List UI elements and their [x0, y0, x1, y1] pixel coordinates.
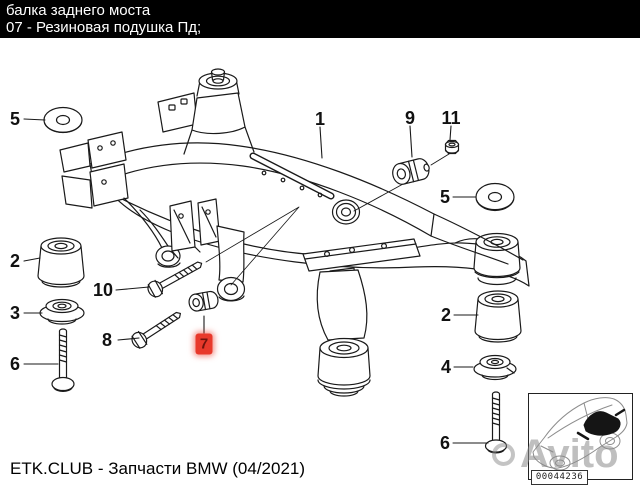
highlighted-axle-location — [576, 408, 626, 441]
subframe-right-bushing-mount — [473, 232, 521, 286]
part-cup-4 — [473, 354, 517, 381]
subframe-top-left-mount — [157, 68, 255, 155]
footer-credit: ETK.CLUB - Запчасти BMW (04/2021) — [10, 459, 306, 478]
callout-6-right: 6 — [439, 433, 451, 453]
callout-9: 9 — [404, 108, 416, 128]
callout-10: 10 — [92, 280, 114, 300]
part-nut-11 — [444, 139, 460, 155]
part-bolt-6-right — [484, 391, 508, 454]
part-bolt-10 — [147, 261, 203, 298]
callout-leader-lines — [23, 118, 489, 444]
subframe-center-arm — [216, 225, 246, 302]
part-washer-5-right — [475, 182, 515, 212]
callout-1: 1 — [314, 109, 326, 129]
callout-11: 11 — [441, 108, 461, 128]
subframe-left-arm — [123, 197, 181, 268]
diagram-code-label: 00044236 — [531, 470, 588, 485]
diagram-title: балка заднего моста — [6, 2, 151, 19]
car-outline-drawing — [532, 397, 628, 471]
subframe-front-beam — [89, 142, 524, 265]
callout-7-highlighted: 7 — [195, 333, 213, 355]
callout-5-right: 5 — [439, 187, 451, 207]
callout-3-left: 3 — [9, 303, 21, 323]
callout-6-left: 6 — [9, 354, 21, 374]
callout-2-left: 2 — [9, 251, 21, 271]
part-cup-3 — [39, 298, 85, 325]
callout-5-left: 5 — [9, 109, 21, 129]
part-bolt-8 — [131, 311, 182, 349]
pointer-lines — [205, 206, 300, 286]
selected-part-caption: 07 - Резиновая подушка Пд; — [6, 19, 202, 36]
part-bushing-2-left — [37, 237, 85, 288]
pointer-line-11 — [430, 153, 450, 166]
subframe-gussets — [169, 198, 221, 259]
part-bushing-2-right — [474, 290, 522, 343]
subframe-bottom-mount — [316, 269, 371, 397]
part-bushing-7 — [188, 290, 219, 312]
part-washer-5-left — [43, 106, 83, 134]
part-bolt-6-left — [51, 328, 75, 392]
pointer-line-9 — [353, 183, 404, 212]
subframe-left-brackets — [59, 131, 129, 209]
callout-8: 8 — [101, 330, 113, 350]
car-location-thumbnail — [528, 393, 633, 480]
callout-2-right: 2 — [440, 305, 452, 325]
header-bar: балка заднего моста 07 - Резиновая подуш… — [0, 0, 640, 38]
callout-4-right: 4 — [440, 357, 452, 377]
part-bushing-9 — [392, 158, 430, 185]
